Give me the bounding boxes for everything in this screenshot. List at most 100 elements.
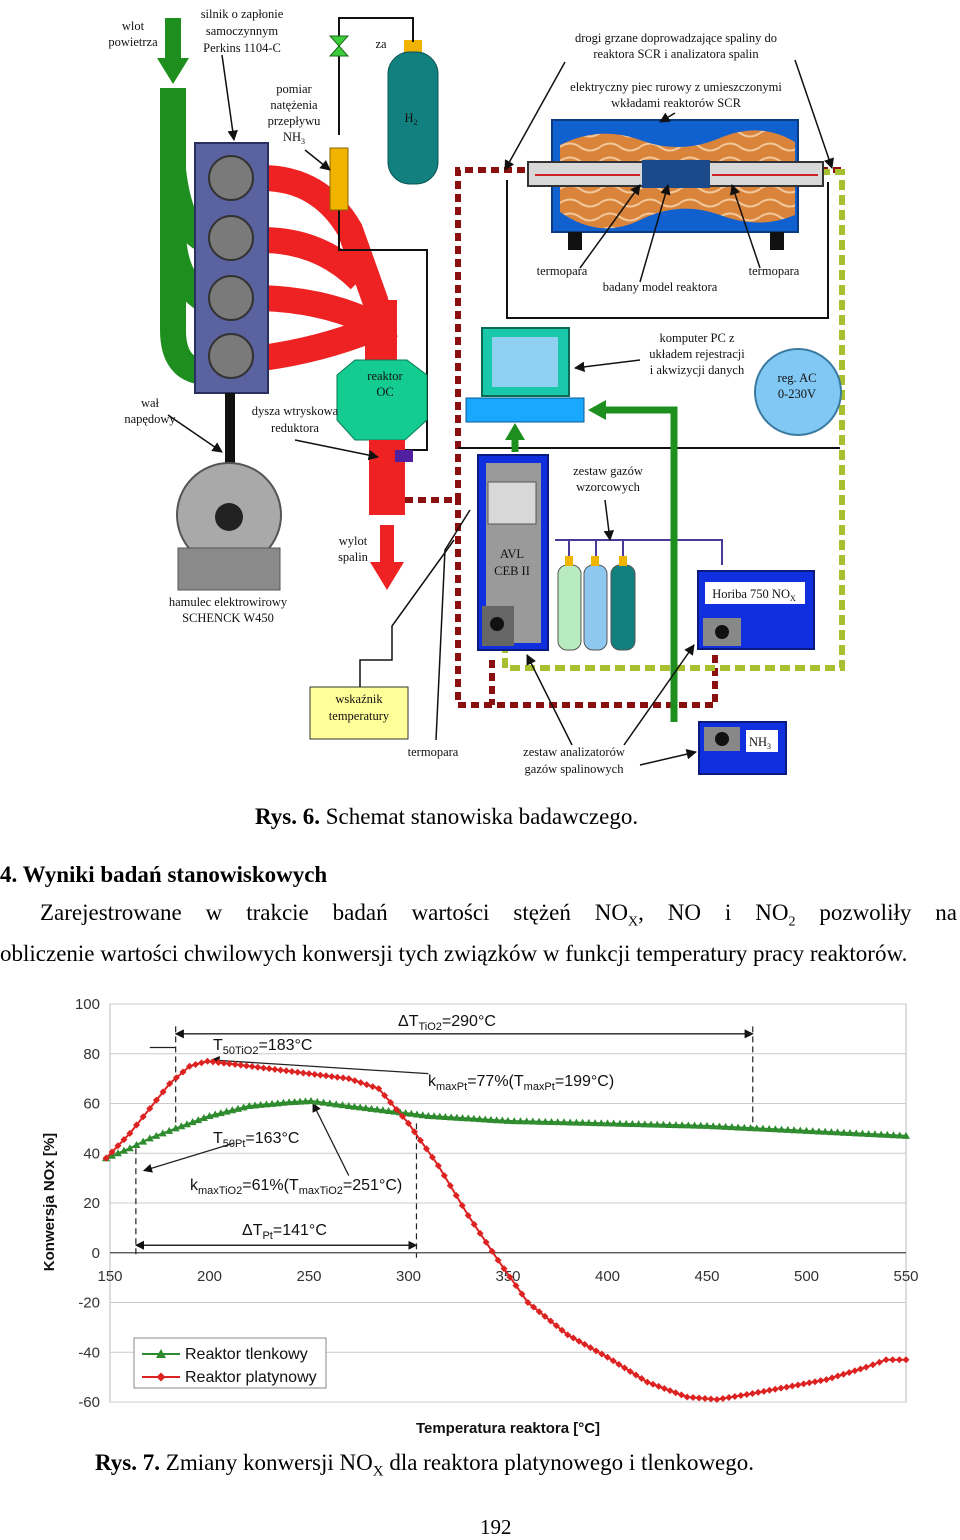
data-point-platinum xyxy=(146,1104,154,1112)
data-point-platinum xyxy=(875,1358,883,1366)
exhaust-manifold xyxy=(260,165,398,371)
data-point-oxide xyxy=(839,1128,848,1136)
data-point-oxide xyxy=(125,1144,134,1152)
data-point-platinum xyxy=(316,1071,324,1079)
data-point-platinum xyxy=(851,1367,859,1375)
data-point-oxide xyxy=(338,1101,347,1109)
data-point-oxide xyxy=(783,1125,792,1133)
data-point-oxide xyxy=(895,1131,904,1139)
data-point-platinum xyxy=(719,1395,727,1403)
data-point-platinum xyxy=(231,1060,239,1068)
data-point-platinum xyxy=(811,1378,819,1386)
data-point-oxide xyxy=(510,1117,519,1125)
data-point-platinum xyxy=(114,1142,122,1150)
grid-lines xyxy=(110,1003,906,1403)
data-point-platinum xyxy=(638,1375,646,1383)
data-point-oxide xyxy=(703,1121,711,1129)
data-point-platinum xyxy=(237,1061,245,1069)
dimension-annotations xyxy=(134,1026,754,1258)
data-point-platinum xyxy=(569,1334,577,1342)
label-reg-ac-2: 0-230V xyxy=(778,387,816,401)
data-point-oxide xyxy=(833,1128,842,1136)
data-point-oxide xyxy=(609,1119,618,1127)
data-point-platinum xyxy=(488,1247,496,1255)
data-point-oxide xyxy=(413,1110,422,1118)
oc-reactor xyxy=(336,359,428,515)
data-point-platinum xyxy=(192,1061,200,1069)
data-point-oxide xyxy=(889,1131,898,1139)
data-point-oxide xyxy=(152,1131,161,1139)
drive-shaft xyxy=(225,393,235,468)
horiba-analyzer xyxy=(697,570,815,650)
data-point-oxide xyxy=(659,1120,668,1128)
figure-7-caption-prefix: Rys. 7. xyxy=(95,1450,161,1475)
data-point-oxide xyxy=(194,1116,203,1124)
callout-arrows xyxy=(167,54,834,766)
valve-icon xyxy=(328,35,350,57)
y-tick-label: 20 xyxy=(83,1195,100,1212)
label-valve: za xyxy=(375,37,387,51)
data-point-platinum xyxy=(172,1074,180,1082)
data-point-oxide xyxy=(390,1107,399,1115)
data-point-platinum xyxy=(428,1153,436,1161)
data-point-platinum xyxy=(458,1201,466,1209)
label-furnace-1: elektryczny piec rurowy z umieszczonymi xyxy=(570,80,782,94)
data-point-oxide xyxy=(852,1129,861,1137)
y-tick-label: 0 xyxy=(92,1245,100,1262)
data-point-platinum xyxy=(288,1068,296,1076)
data-point-platinum xyxy=(108,1148,116,1156)
data-point-platinum xyxy=(260,1064,268,1072)
label-avl-1: AVL xyxy=(500,547,524,561)
label-flow-2: natężenia xyxy=(270,98,318,112)
data-point-platinum xyxy=(794,1381,802,1389)
label-reactor-oc-1: reaktor xyxy=(367,369,403,383)
data-point-oxide xyxy=(535,1117,544,1125)
data-point-platinum xyxy=(102,1154,110,1162)
kmax-tio2-leader xyxy=(312,1102,350,1176)
data-point-platinum xyxy=(695,1394,703,1402)
data-point-platinum xyxy=(434,1162,442,1170)
data-point-oxide xyxy=(684,1121,693,1129)
data-point-platinum xyxy=(839,1370,847,1378)
data-point-platinum xyxy=(277,1066,285,1074)
data-point-oxide xyxy=(486,1115,495,1123)
h2-cylinder xyxy=(387,40,439,185)
data-point-platinum xyxy=(575,1337,583,1345)
label-flow-1: pomiar xyxy=(276,82,312,96)
x-tick-label: 250 xyxy=(296,1268,321,1285)
data-point-oxide xyxy=(262,1100,271,1108)
y-tick-label: 100 xyxy=(75,996,100,1013)
data-point-platinum xyxy=(777,1384,785,1392)
data-point-oxide xyxy=(765,1124,774,1132)
annotation-dt-pt: ΔTPt=141°C xyxy=(242,1222,327,1242)
data-point-platinum xyxy=(701,1395,709,1403)
data-point-oxide xyxy=(734,1123,743,1131)
label-thermocouple-right: termopara xyxy=(749,264,800,278)
data-point-platinum xyxy=(541,1312,549,1320)
x-tick-label: 400 xyxy=(595,1268,620,1285)
label-flow-3: przepływu xyxy=(268,114,322,128)
data-point-platinum xyxy=(126,1129,134,1137)
data-point-oxide xyxy=(516,1117,525,1125)
data-point-oxide xyxy=(559,1118,568,1126)
annotation-kmax-pt: kmaxPt=77%(TmaxPt=199°C) xyxy=(428,1073,614,1093)
label-engine-3: Perkins 1104-C xyxy=(203,41,281,55)
t50-pt-leader xyxy=(142,1142,234,1173)
data-point-oxide xyxy=(802,1126,811,1134)
label-brake-1: hamulec elektrowirowy xyxy=(169,595,288,609)
data-point-oxide xyxy=(290,1097,299,1105)
data-point-oxide xyxy=(740,1123,749,1131)
data-point-platinum xyxy=(621,1364,629,1372)
y-tick-label: -20 xyxy=(78,1295,100,1312)
label-h2: H2 xyxy=(404,111,417,127)
data-point-platinum xyxy=(655,1382,663,1390)
data-point-oxide xyxy=(653,1120,662,1128)
data-point-oxide xyxy=(591,1119,600,1127)
data-point-oxide xyxy=(373,1105,382,1113)
data-point-platinum xyxy=(677,1391,685,1399)
data-point-oxide xyxy=(721,1122,730,1130)
heated-line-green xyxy=(502,169,845,671)
data-point-platinum xyxy=(834,1372,842,1380)
data-point-oxide xyxy=(796,1126,805,1134)
